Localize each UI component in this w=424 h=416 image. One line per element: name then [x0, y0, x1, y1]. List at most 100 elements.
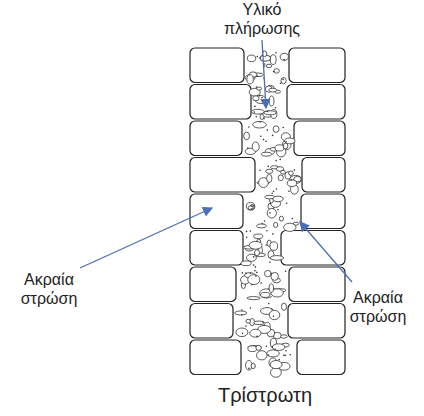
- stone: [297, 340, 345, 375]
- grain: [285, 270, 287, 272]
- grain: [253, 256, 255, 258]
- grain: [254, 106, 256, 108]
- stone: [190, 48, 244, 83]
- pebble: [264, 270, 271, 276]
- pebble: [270, 256, 283, 261]
- pebble: [235, 311, 247, 315]
- stone-courses: [190, 48, 345, 375]
- grain: [272, 233, 274, 235]
- pebble: [271, 272, 278, 280]
- grain: [253, 264, 255, 266]
- pebble: [269, 284, 273, 293]
- pebble: [275, 145, 284, 151]
- grain: [266, 230, 268, 232]
- stone: [190, 85, 251, 120]
- stone: [302, 158, 345, 193]
- grain: [259, 121, 261, 123]
- grain: [271, 192, 273, 194]
- pebble: [281, 170, 286, 174]
- pebble: [254, 321, 265, 325]
- grain: [254, 111, 256, 113]
- pebble: [281, 78, 286, 84]
- pebble: [273, 196, 283, 202]
- pebble: [244, 132, 250, 140]
- grain: [245, 325, 247, 327]
- grain: [251, 284, 253, 286]
- grain: [253, 205, 255, 207]
- grain: [255, 275, 257, 277]
- grain: [267, 111, 269, 113]
- pebble: [250, 329, 261, 337]
- grain: [267, 166, 269, 168]
- pebble: [282, 303, 287, 310]
- pebble: [269, 310, 280, 319]
- grain: [246, 231, 248, 233]
- grain: [276, 188, 278, 190]
- pebble: [266, 64, 272, 67]
- grain: [248, 126, 250, 128]
- grain: [257, 56, 259, 58]
- grain: [271, 309, 273, 311]
- pebble: [257, 87, 262, 90]
- pebble: [256, 345, 261, 350]
- stone: [190, 121, 242, 156]
- pebble: [247, 55, 255, 62]
- grain: [256, 272, 258, 274]
- grain: [259, 170, 261, 172]
- pebble: [278, 175, 283, 181]
- grain: [268, 99, 270, 101]
- part-label: Ακραία στρώση: [4, 270, 94, 308]
- grain: [251, 208, 253, 210]
- pebble: [271, 368, 282, 378]
- leader-line: [300, 222, 352, 282]
- grain: [284, 355, 286, 357]
- grain: [292, 218, 294, 220]
- part-label: Υλικό πλήρωσης: [212, 0, 312, 38]
- pebble: [266, 169, 273, 173]
- pebble: [274, 69, 279, 74]
- stone: [289, 267, 345, 302]
- grain: [250, 307, 252, 309]
- grain: [294, 169, 296, 171]
- grain: [273, 316, 275, 318]
- grain: [285, 141, 287, 143]
- pebble: [261, 292, 271, 297]
- stone: [190, 158, 255, 193]
- pebble: [267, 208, 276, 218]
- grain: [255, 116, 257, 118]
- pebble: [284, 223, 296, 231]
- pebble: [236, 328, 248, 337]
- grain: [275, 52, 277, 54]
- grain: [291, 179, 293, 181]
- grain: [261, 223, 263, 225]
- grain: [272, 135, 274, 137]
- pebble: [289, 171, 294, 175]
- stone: [190, 340, 241, 375]
- grain: [259, 95, 261, 97]
- grain: [282, 127, 284, 129]
- grain: [261, 97, 263, 99]
- pebble: [273, 126, 279, 133]
- leader-line: [80, 208, 212, 268]
- grain: [242, 333, 244, 335]
- pebble: [267, 350, 280, 357]
- stone: [288, 304, 345, 339]
- grain: [284, 59, 286, 61]
- grain: [278, 359, 280, 361]
- pebble: [241, 261, 251, 266]
- pebble: [247, 297, 260, 300]
- pebble: [252, 142, 259, 151]
- grain: [279, 159, 281, 161]
- pebble: [253, 96, 259, 101]
- part-label: Ακραία στρώση: [334, 288, 422, 326]
- grain: [250, 230, 252, 232]
- stone: [190, 231, 243, 266]
- pebble: [281, 335, 288, 338]
- stone: [301, 194, 345, 229]
- pebble: [270, 361, 282, 369]
- stone: [190, 304, 233, 339]
- grain: [251, 205, 253, 207]
- grain: [269, 212, 271, 214]
- grain: [260, 135, 262, 137]
